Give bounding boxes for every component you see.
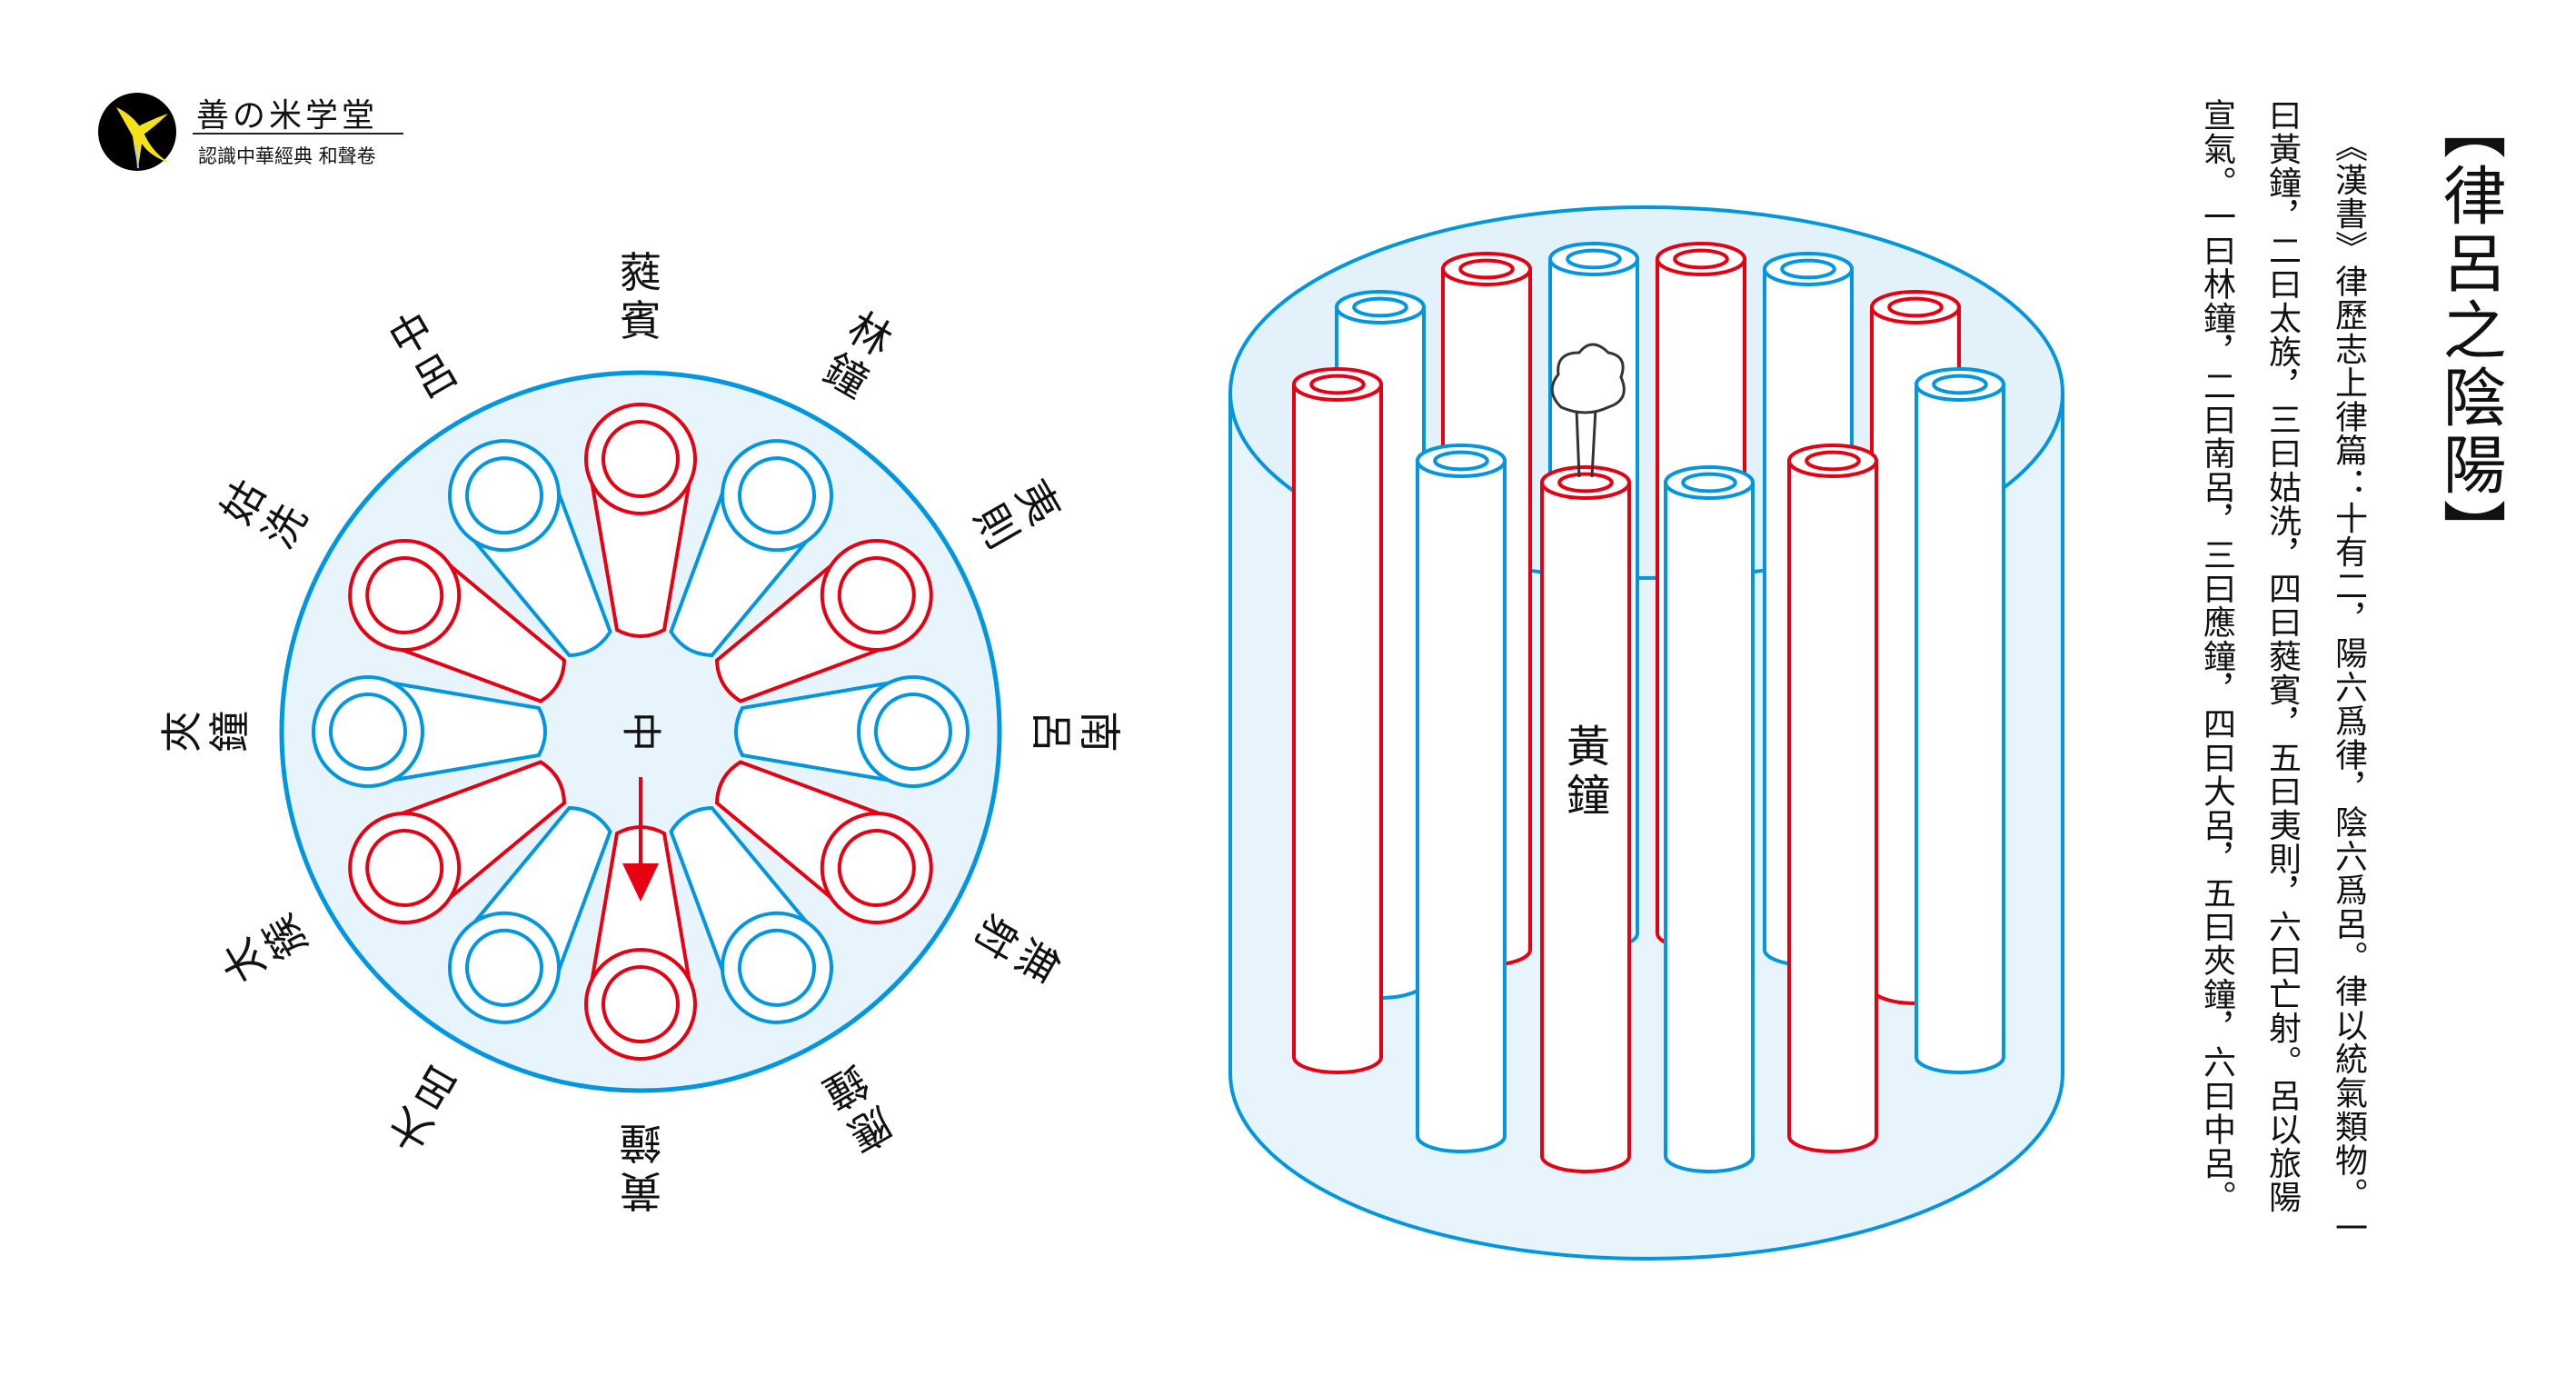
pipe-inner-rim <box>738 456 816 535</box>
tube-opening <box>1681 472 1737 494</box>
front-tube-5 <box>1915 367 2005 1074</box>
cylinder-label-char: 黃 <box>1566 722 1610 773</box>
front-tube-4 <box>1787 444 1878 1153</box>
pipe-5 <box>669 805 833 1024</box>
pipe-inner-rim <box>837 829 916 907</box>
pipe-inner-rim <box>874 693 952 771</box>
center-label: 中 <box>618 712 664 752</box>
pipe-cylinder: 黃鐘 <box>1228 205 2064 1261</box>
pipe-inner-rim <box>837 556 916 634</box>
steam-cloud-icon <box>1550 343 1626 478</box>
tube-body <box>1416 459 1507 1153</box>
page-title: 【律呂之陰陽】 <box>2432 95 2507 566</box>
wheel-label-char: 賓 <box>620 296 661 345</box>
front-tube-0 <box>1292 367 1383 1074</box>
pipe-8 <box>348 760 567 924</box>
pipe-3 <box>734 675 970 788</box>
pipe-2 <box>714 539 933 703</box>
pipe-1 <box>669 439 833 658</box>
tube-opening <box>1780 258 1836 280</box>
pipe-inner-rim <box>465 928 543 1007</box>
pipe-inner-rim <box>602 965 680 1043</box>
tube-opening <box>1458 258 1515 280</box>
wheel-disc <box>279 370 1002 1093</box>
wheel-label-char: 鐘 <box>205 711 254 753</box>
pitch-pipe-wheel: 蕤賓林鐘夷則南呂無射應鐘黃鐘大呂太簇夾鐘姑洗中呂中 <box>157 248 1124 1215</box>
pipe-inner-rim <box>602 420 680 498</box>
pipe-4 <box>714 760 933 924</box>
pipe-inner-rim <box>738 928 816 1007</box>
cylinder-label-char: 鐘 <box>1566 771 1610 822</box>
steam-stem <box>1575 408 1597 478</box>
wheel-label-char: 黃 <box>620 1166 661 1215</box>
pipe-inner-rim <box>365 829 444 907</box>
steam-puff <box>1550 343 1626 414</box>
logo-divider <box>193 133 403 135</box>
body-column-2: 曰黃鐘，二曰太族，三曰姑洗，四曰蕤賓，五曰夷則，六曰亡射。呂以旅陽 <box>2263 98 2301 1214</box>
body-column-3: 宣氣。一曰林鐘，二曰南呂，三曰應鐘，四曰大呂，五曰夾鐘，六曰中呂。 <box>2198 98 2235 1214</box>
phoenix-logo-icon <box>98 93 176 171</box>
arrow-down-icon <box>622 863 659 902</box>
wheel-label-char: 呂 <box>1027 711 1076 753</box>
pipe-11 <box>448 439 612 658</box>
tube-opening <box>1673 248 1729 270</box>
tube-opening <box>1805 450 1861 472</box>
pipe-inner-rim <box>365 556 444 634</box>
tube-body <box>1915 383 2005 1074</box>
front-tube-3 <box>1664 465 1755 1173</box>
wheel-label-char: 夾 <box>157 711 206 753</box>
tube-opening <box>1352 296 1408 318</box>
pipe-9 <box>312 675 547 788</box>
pipe-inner-rim <box>465 456 543 535</box>
pipe-10 <box>348 539 567 703</box>
pipe-inner-rim <box>329 693 407 771</box>
front-tube-1 <box>1416 444 1507 1153</box>
tube-body <box>1664 481 1755 1173</box>
pipe-0 <box>584 403 697 638</box>
tube-opening <box>1932 374 1988 395</box>
tube-body <box>1540 481 1631 1173</box>
body-column-1: 《漢書》律歷志上律篇：十有二，陽六爲律，陰六爲呂。律以統氣類物。一 <box>2330 129 2367 1245</box>
pipe-7 <box>448 805 612 1024</box>
wheel-label-char: 蕤 <box>620 248 661 297</box>
tube-body <box>1292 383 1383 1074</box>
wheel-label-char: 南 <box>1075 711 1124 753</box>
front-tube-2 <box>1540 465 1631 1173</box>
tube-opening <box>1887 296 1944 318</box>
tube-opening <box>1566 248 1622 270</box>
tube-opening <box>1557 472 1614 494</box>
wheel-label-char: 鐘 <box>620 1118 661 1167</box>
tube-opening <box>1433 450 1489 472</box>
pipe-6 <box>584 825 697 1061</box>
tube-opening <box>1309 374 1366 395</box>
tube-body <box>1787 459 1878 1153</box>
logo-title: 善の米学堂 <box>196 97 379 135</box>
logo-subtitle: 認識中華經典 和聲卷 <box>198 145 376 167</box>
